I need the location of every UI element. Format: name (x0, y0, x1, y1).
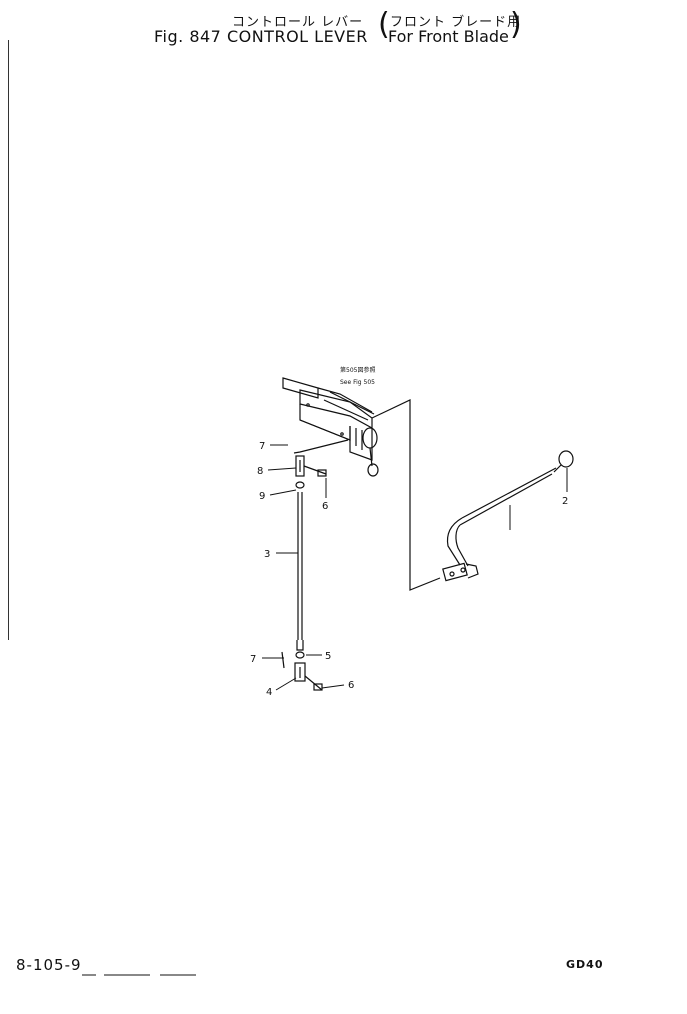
close-paren: ) (510, 7, 522, 42)
reference-note-jp: 第505図参照 (340, 366, 375, 374)
japanese-subtitle: フロント ブレード用 (390, 15, 522, 30)
callout-6-top: 6 (322, 501, 328, 512)
callout-2: 2 (562, 496, 568, 507)
callout-6-bottom: 6 (348, 680, 354, 691)
valve-housing (282, 377, 441, 591)
japanese-title: コントロール レバー (232, 15, 364, 30)
callout-7-top: 7 (259, 441, 265, 452)
open-paren: ( (378, 7, 390, 42)
callout-4: 4 (266, 687, 272, 698)
callout-5: 5 (325, 651, 331, 662)
callout-9: 9 (259, 491, 265, 502)
lower-clevis (281, 651, 323, 691)
english-subtitle: For Front Blade (388, 27, 509, 46)
model-code: GD40 (566, 958, 604, 971)
leader-lines (262, 444, 568, 691)
upper-clevis (293, 439, 349, 489)
page-number: 8-105-9 (16, 956, 82, 974)
callout-8: 8 (257, 466, 263, 477)
figure-title: Fig. 847 CONTROL LEVER (154, 27, 368, 46)
callout-7-bottom: 7 (250, 654, 256, 665)
control-rod (296, 492, 304, 651)
margin-line (8, 40, 9, 640)
title-block: コントロール レバー ( フロント ブレード用 Fig. 847 CONTROL… (150, 8, 530, 48)
reference-note-en: See Fig 505 (340, 379, 375, 386)
callout-3: 3 (264, 549, 270, 560)
control-lever (442, 450, 574, 582)
